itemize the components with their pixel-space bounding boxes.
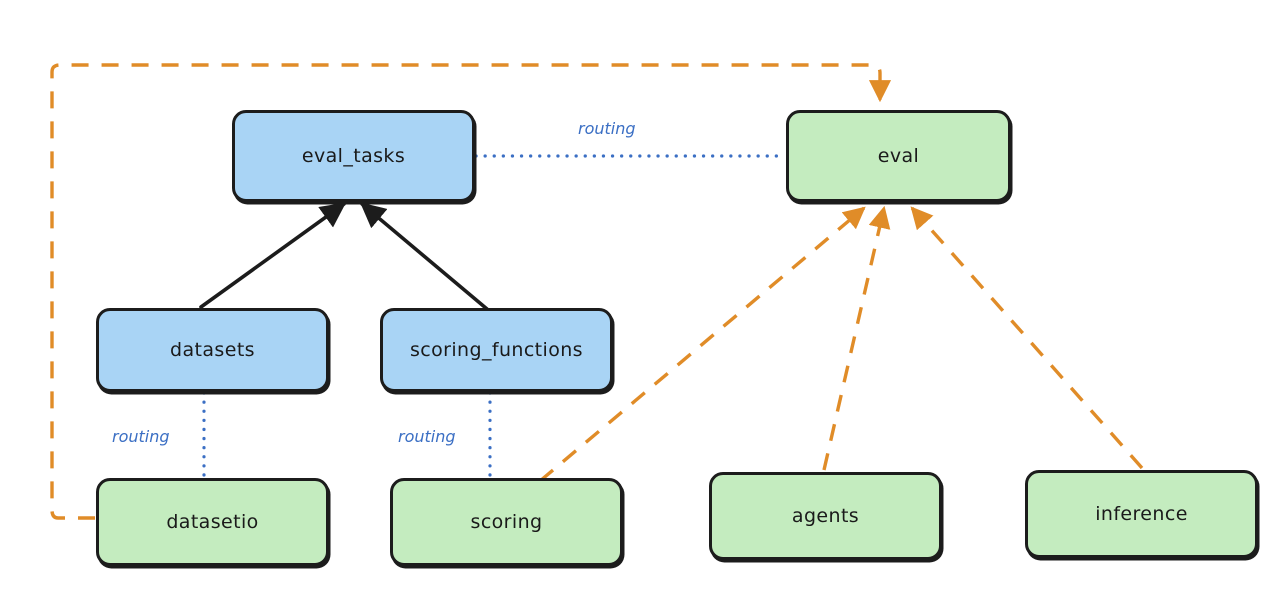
edge-label-scoring-functions-scoring: routing (398, 427, 456, 446)
node-scoring-functions[interactable]: scoring_functions (380, 308, 613, 392)
node-label-eval: eval (877, 145, 920, 167)
edge-datasetio-eval (50, 63, 892, 520)
node-agents[interactable]: agents (709, 472, 942, 560)
node-datasets[interactable]: datasets (96, 308, 329, 392)
node-scoring[interactable]: scoring (390, 478, 623, 566)
edge-inference-eval (910, 206, 1144, 470)
node-label-agents: agents (791, 505, 860, 527)
node-label-inference: inference (1095, 503, 1188, 525)
edge-label-datasets-datasetio: routing (112, 427, 170, 446)
node-datasetio[interactable]: datasetio (96, 478, 329, 566)
node-label-scoring-functions: scoring_functions (410, 339, 583, 361)
node-label-eval-tasks: eval_tasks (301, 145, 406, 167)
node-eval-tasks[interactable]: eval_tasks (232, 110, 475, 202)
node-label-datasets: datasets (170, 339, 255, 361)
node-eval[interactable]: eval (786, 110, 1011, 202)
edge-datasets-eval-tasks (199, 202, 347, 309)
node-label-datasetio: datasetio (166, 511, 259, 533)
edge-agents-eval (822, 205, 891, 471)
edge-label-eval-tasks-eval: routing (578, 119, 636, 138)
edge-scoring-eval (538, 206, 866, 483)
node-inference[interactable]: inference (1025, 470, 1258, 558)
node-label-scoring: scoring (470, 511, 543, 533)
edge-scoring-functions-eval-tasks (360, 202, 489, 311)
